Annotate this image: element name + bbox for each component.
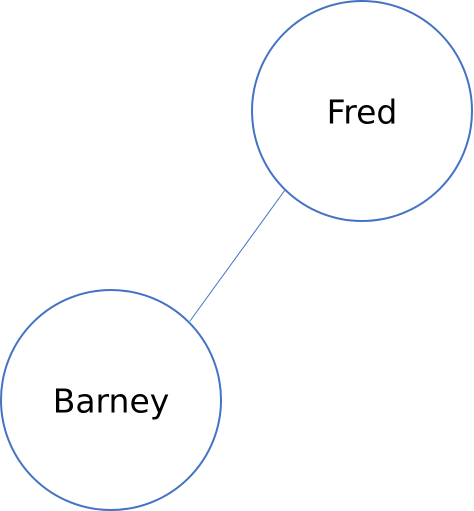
node-barney-label: Barney — [53, 382, 170, 421]
node-barney: Barney — [0, 289, 222, 511]
node-fred-label: Fred — [327, 93, 398, 132]
node-barney-circle — [0, 289, 222, 511]
edge-fred-barney — [189, 189, 286, 322]
node-fred-circle — [251, 0, 473, 222]
node-fred: Fred — [251, 0, 473, 222]
